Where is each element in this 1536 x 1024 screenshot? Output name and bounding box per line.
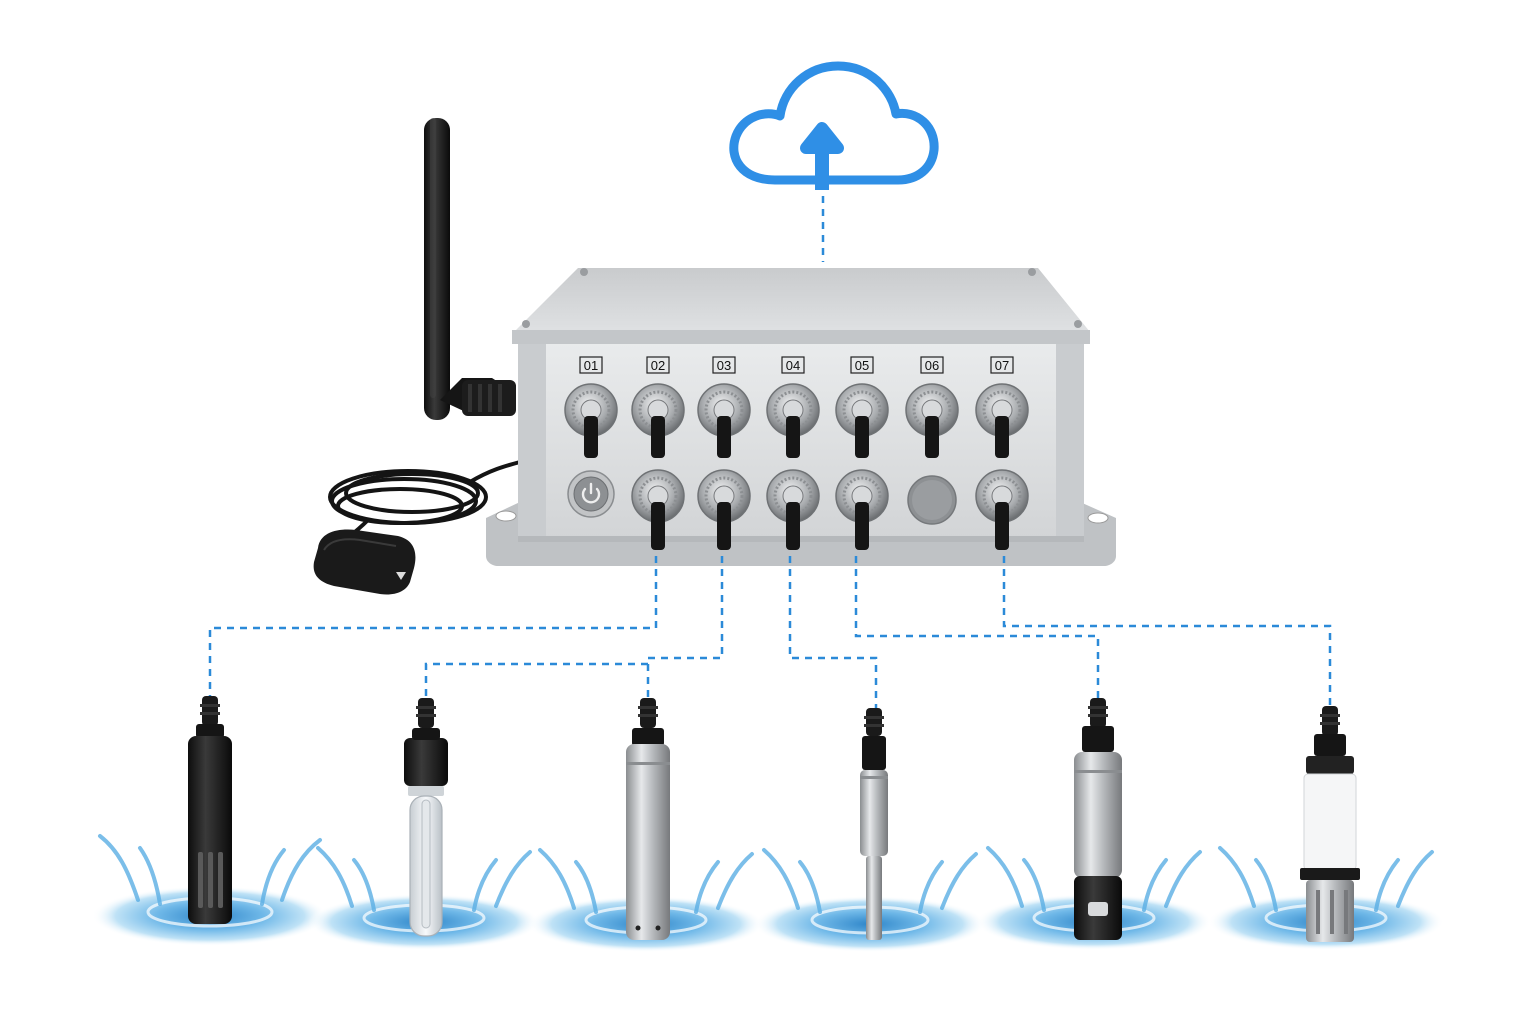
connector-port <box>766 383 820 458</box>
sensor-probe-5 <box>1074 698 1122 940</box>
bottom-row-connectors <box>631 469 1029 550</box>
port-label-02: 02 <box>646 356 670 374</box>
power-icon <box>581 482 601 504</box>
connector-line-2 <box>424 556 724 700</box>
sensor-probe-3 <box>626 698 670 940</box>
blank-port-cap <box>907 475 957 525</box>
port-label-text: 03 <box>717 358 731 373</box>
port-label-04: 04 <box>781 356 805 374</box>
port-label-01: 01 <box>579 356 603 374</box>
sensor-connector-lines <box>208 556 1332 710</box>
connector-line-1 <box>208 556 658 698</box>
antenna <box>424 118 516 420</box>
port-label-text: 05 <box>855 358 869 373</box>
connector-port <box>975 383 1029 458</box>
port-label-text: 01 <box>584 358 598 373</box>
sensor-probes <box>188 696 1360 942</box>
cloud-upload-icon <box>729 61 939 190</box>
port-label-text: 02 <box>651 358 665 373</box>
water-splashes <box>92 834 1444 952</box>
power-button[interactable] <box>567 470 615 518</box>
connector-port <box>697 469 751 550</box>
port-labels: 01 02 03 04 05 06 07 <box>579 356 1014 374</box>
port-label-07: 07 <box>990 356 1014 374</box>
sensor-probe-6 <box>1300 706 1360 942</box>
top-row-connectors <box>564 383 1029 458</box>
port-label-06: 06 <box>920 356 944 374</box>
connector-port <box>564 383 618 458</box>
gps-receiver-puck <box>313 529 416 595</box>
connector-port <box>835 469 889 550</box>
connector-port <box>905 383 959 458</box>
port-label-text: 07 <box>995 358 1009 373</box>
gps-cable-coil <box>328 460 521 542</box>
port-label-text: 06 <box>925 358 939 373</box>
sensor-probe-1 <box>188 696 232 924</box>
connector-port <box>631 383 685 458</box>
port-label-text: 04 <box>786 358 800 373</box>
connector-port <box>766 469 820 550</box>
connector-port <box>835 383 889 458</box>
connector-line-5 <box>1002 556 1332 706</box>
connector-port <box>631 469 685 550</box>
sensor-probe-4 <box>860 708 888 940</box>
port-label-05: 05 <box>850 356 874 374</box>
connector-port <box>697 383 751 458</box>
connector-port <box>975 469 1029 550</box>
connector-line-3 <box>788 556 878 710</box>
port-label-03: 03 <box>712 356 736 374</box>
sensor-probe-2 <box>404 698 448 937</box>
connector-line-4 <box>854 556 1100 700</box>
